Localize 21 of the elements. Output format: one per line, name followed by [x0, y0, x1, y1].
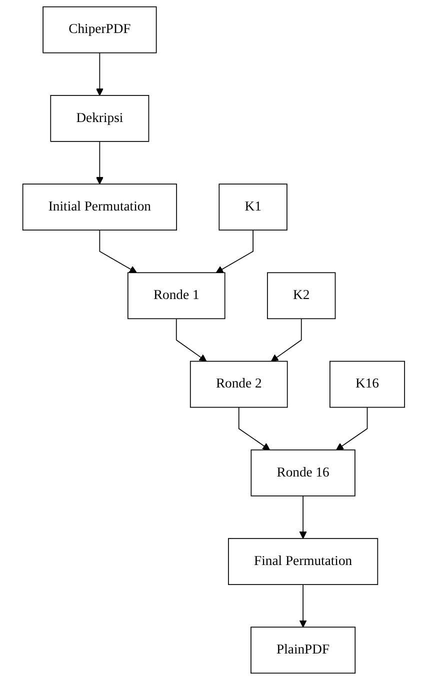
arrow — [299, 584, 307, 628]
arrow — [96, 141, 104, 184]
arrow — [99, 230, 137, 274]
node-box: Dekripsi — [50, 95, 149, 142]
arrow — [96, 52, 104, 96]
node-box: PlainPDF — [250, 626, 356, 674]
arrow — [336, 406, 368, 450]
node-box: K16 — [329, 360, 405, 408]
node-box: Initial Permutation — [22, 184, 177, 230]
node-box: ChiperPDF — [42, 6, 157, 54]
node-box: K1 — [218, 184, 288, 230]
node-box: Ronde 16 — [250, 450, 356, 496]
node-box: Ronde 2 — [190, 360, 288, 408]
arrow — [176, 318, 207, 362]
arrow — [299, 496, 307, 539]
arrow — [270, 318, 302, 362]
arrow — [238, 406, 270, 450]
node-box: K2 — [266, 272, 336, 320]
node-box: Final Permutation — [228, 538, 378, 585]
node-box: Ronde 1 — [127, 272, 226, 320]
arrow — [216, 230, 254, 274]
